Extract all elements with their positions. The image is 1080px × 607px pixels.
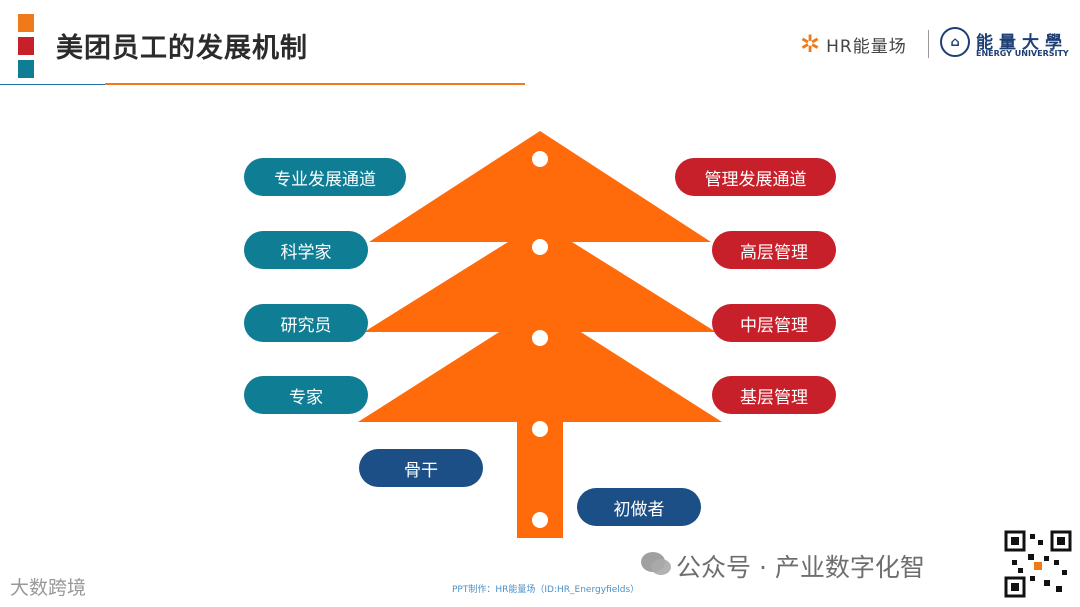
left-level-2: 研究员 xyxy=(244,304,368,342)
university-seal-icon: ⌂ xyxy=(940,27,970,57)
wechat-icon xyxy=(641,552,671,575)
bottom-left-watermark: 大数跨境 xyxy=(10,577,87,599)
university-name: 能量大學 xyxy=(976,33,1068,53)
right-level-3: 基层管理 xyxy=(712,376,836,414)
qr-code-icon xyxy=(1004,530,1072,598)
tree-tier-bottom xyxy=(358,306,722,422)
title-underline-accent xyxy=(105,83,525,85)
logo-divider xyxy=(928,30,929,58)
left-level-3: 专家 xyxy=(244,376,368,414)
right-channel-header: 管理发展通道 xyxy=(675,158,836,196)
university-en: ENERGY UNIVERSITY xyxy=(976,49,1069,58)
trunk-level-backbone: 骨干 xyxy=(359,449,483,487)
accent-bar-teal xyxy=(18,60,34,78)
tree-node xyxy=(532,330,548,346)
left-channel-header: 专业发展通道 xyxy=(244,158,406,196)
hr-logo-text: HR能量场 xyxy=(826,36,907,57)
right-level-2: 中层管理 xyxy=(712,304,836,342)
wechat-account-label: 公众号 · 产业数字化智 xyxy=(676,553,925,582)
ppt-credit: PPT制作：HR能量场（ID:HR_Energyfields） xyxy=(452,585,640,595)
tree-node xyxy=(532,512,548,528)
tree-node xyxy=(532,151,548,167)
left-level-1: 科学家 xyxy=(244,231,368,269)
accent-bar-red xyxy=(18,37,34,55)
slide-title: 美团员工的发展机制 xyxy=(56,33,308,64)
hr-logo-icon: ✲ xyxy=(800,30,821,58)
tree-tier-middle xyxy=(364,222,716,332)
tree-tier-top xyxy=(369,131,711,242)
right-level-1: 高层管理 xyxy=(712,231,836,269)
hr-logo: ✲ HR能量场 xyxy=(800,28,907,60)
tree-node xyxy=(532,421,548,437)
trunk-level-beginner: 初做者 xyxy=(577,488,701,526)
tree-node xyxy=(532,239,548,255)
accent-bar-orange xyxy=(18,14,34,32)
